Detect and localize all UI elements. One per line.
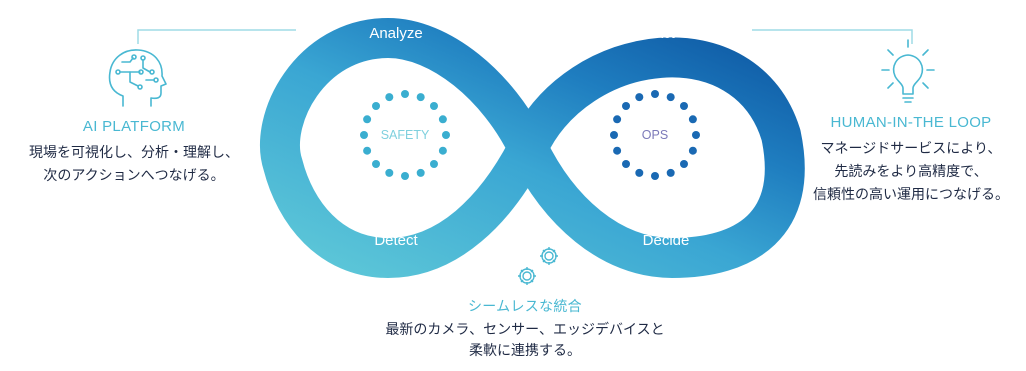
safety-center-label: SAFETY [381,128,430,142]
ring-dot [385,168,394,177]
ring-dot [666,93,675,102]
ring-dot [442,131,450,139]
ring-dot [429,159,438,168]
human-in-the-loop-block: HUMAN-IN-THE LOOP マネージドサービスにより、 先読みをより高精… [796,114,1026,207]
loop-label-decide: Decide [643,232,690,249]
ai-platform-line-1: 現場を可視化し、分析・理解し、 [29,145,239,161]
ring-dot [635,93,644,102]
ring-dot [688,146,697,155]
ring-dot [610,131,618,139]
ring-dot [372,102,381,111]
ai-platform-block: AI PLATFORM 現場を可視化し、分析・理解し、 次のアクションへつなげる… [0,118,268,188]
integration-block: シームレスな統合 最新のカメラ、センサー、エッジデバイスと 柔軟に連携する。 [330,296,720,362]
ring-dot [438,146,447,155]
human-loop-line-1: マネージドサービスにより、 [820,141,1002,157]
ai-platform-title: AI PLATFORM [82,118,186,135]
infinity-loop [260,18,805,278]
human-loop-line-3: 信頼性の高い運用につなげる。 [813,187,1009,203]
integration-line-1: 最新のカメラ、センサー、エッジデバイスと [385,322,665,338]
ring-dot [622,102,631,111]
ring-dot [401,172,409,180]
human-loop-title: HUMAN-IN-THE LOOP [830,114,992,131]
ring-dot [651,172,659,180]
ai-platform-description: 現場を可視化し、分析・理解し、 次のアクションへつなげる。 [0,142,268,188]
loop-label-act: Act [653,25,676,42]
ring-dot [438,115,447,124]
ops-center-label: OPS [642,128,668,142]
gears-icon [518,247,558,285]
connector-line-right [752,29,913,44]
ring-dot [679,159,688,168]
integration-line-2: 柔軟に連携する。 [469,343,581,359]
ring-dot [635,168,644,177]
ring-dot [363,146,372,155]
ai-platform-line-2: 次のアクションへつなげる。 [43,168,225,184]
ring-dot [372,159,381,168]
human-loop-description: マネージドサービスにより、 先読みをより高精度で、 信頼性の高い運用につなげる。 [796,138,1026,207]
ring-dot [385,93,394,102]
ring-dot [651,90,659,98]
integration-title: シームレスな統合 [468,299,582,315]
ring-dot [666,168,675,177]
loop-label-analyze: Analyze [369,25,422,42]
ring-dot [692,131,700,139]
ring-dot [401,90,409,98]
ring-dot [622,159,631,168]
ops-dot-ring [610,90,700,180]
ring-dot [613,146,622,155]
safety-dot-ring [360,90,450,180]
ring-dot [363,115,372,124]
human-loop-line-2: 先読みをより高精度で、 [834,164,988,180]
ring-dot [416,168,425,177]
connector-line-left [137,29,296,44]
ring-dot [360,131,368,139]
ring-dot [416,93,425,102]
ring-dot [679,102,688,111]
ring-dot [613,115,622,124]
lightbulb-icon [881,39,935,103]
ring-dot [688,115,697,124]
integration-description: 最新のカメラ、センサー、エッジデバイスと 柔軟に連携する。 [330,320,720,362]
loop-label-detect: Detect [374,232,418,249]
brain-circuit-icon [108,49,167,107]
ring-dot [429,102,438,111]
